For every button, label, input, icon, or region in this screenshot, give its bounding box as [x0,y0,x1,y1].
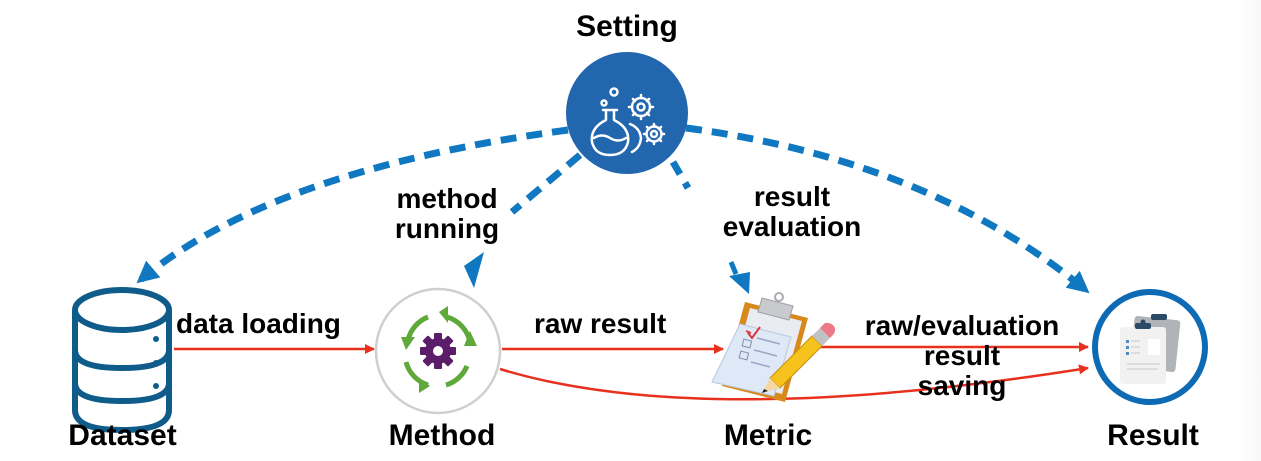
edge-method-to-result [499,364,1089,401]
edge-label-line: raw/evaluation [864,310,1060,341]
edge-label-line: running [394,213,500,245]
edge-setting-to-result [685,124,1091,295]
arrowhead-icon [464,252,484,288]
edge-label-raw-result: raw result [534,308,667,339]
cycle-arrowheads-icon [401,306,477,393]
edge-method-running [464,152,583,288]
clipboards-icon [1120,314,1181,384]
edge-result-evaluation [669,160,750,294]
node-method[interactable] [374,287,502,415]
edge-label-line: result [753,181,831,212]
node-label-result: Result [1107,419,1199,452]
node-label-setting: Setting [576,10,678,43]
flask-gears-icon [590,87,666,157]
node-label-dataset: Dataset [68,419,177,452]
edge-label-saving: raw/evaluation result saving [842,310,1082,402]
node-dataset[interactable] [72,287,172,434]
clipboard-pencil-icon [711,292,836,402]
right-edge-shade [1239,0,1261,461]
setting-circle [566,52,688,174]
gear-icon [420,333,456,369]
database-icon [72,287,172,434]
edge-label-line: saving [917,370,1007,402]
node-label-metric: Metric [723,419,813,452]
node-setting[interactable] [566,52,688,174]
edge-label-method-running: method running [384,183,510,245]
edge-label-data-loading: data loading [176,308,341,339]
edge-label-line: method [396,183,498,214]
edge-label-line: result [923,340,1001,372]
arrowhead-icon [729,272,750,294]
edge-setting-to-dataset [135,126,569,285]
node-label-method: Method [388,419,496,452]
node-metric[interactable] [711,292,836,402]
edge-label-line: evaluation [722,211,862,243]
node-result[interactable] [1092,289,1208,405]
edge-label-result-evaluation: result evaluation [722,181,862,243]
